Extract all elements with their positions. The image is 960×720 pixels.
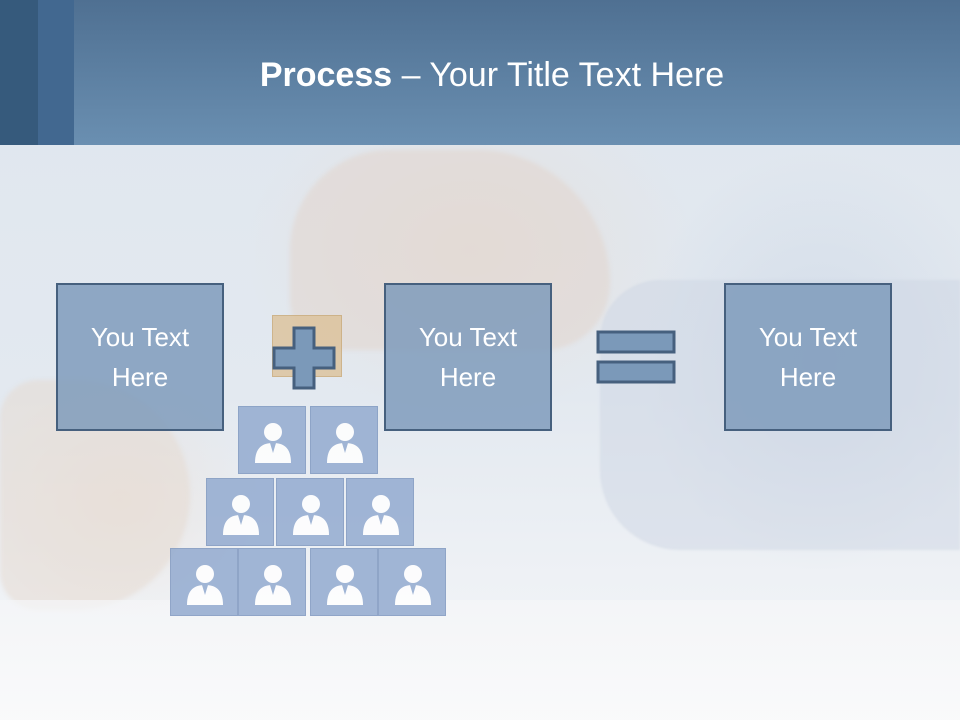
person-cube-icon xyxy=(346,478,414,546)
process-box-1-text: You Text Here xyxy=(90,322,190,392)
title-rest: – Your Title Text Here xyxy=(392,56,725,94)
person-cube-icon xyxy=(276,478,344,546)
person-cube-icon xyxy=(238,548,306,616)
equals-icon xyxy=(596,330,676,384)
process-box-2-text: You Text Here xyxy=(418,322,518,392)
background-table xyxy=(0,600,960,720)
process-box-3-text: You Text Here xyxy=(758,322,858,392)
person-cube-icon xyxy=(310,548,378,616)
person-cube-icon xyxy=(378,548,446,616)
header-band: Process – Your Title Text Here xyxy=(0,0,960,145)
title-bold: Process xyxy=(259,56,393,94)
plus-icon xyxy=(272,326,336,390)
process-box-1[interactable]: You Text Here xyxy=(56,283,224,431)
person-cube-icon xyxy=(206,478,274,546)
process-box-3[interactable]: You Text Here xyxy=(724,283,892,431)
header-stripe-dark xyxy=(0,0,38,145)
process-box-2[interactable]: You Text Here xyxy=(384,283,552,431)
header-stripe-mid xyxy=(38,0,74,145)
person-cube-icon xyxy=(170,548,238,616)
slide-title: Process – Your Title Text Here xyxy=(0,52,960,98)
person-cube-icon xyxy=(238,406,306,474)
person-cube-icon xyxy=(310,406,378,474)
